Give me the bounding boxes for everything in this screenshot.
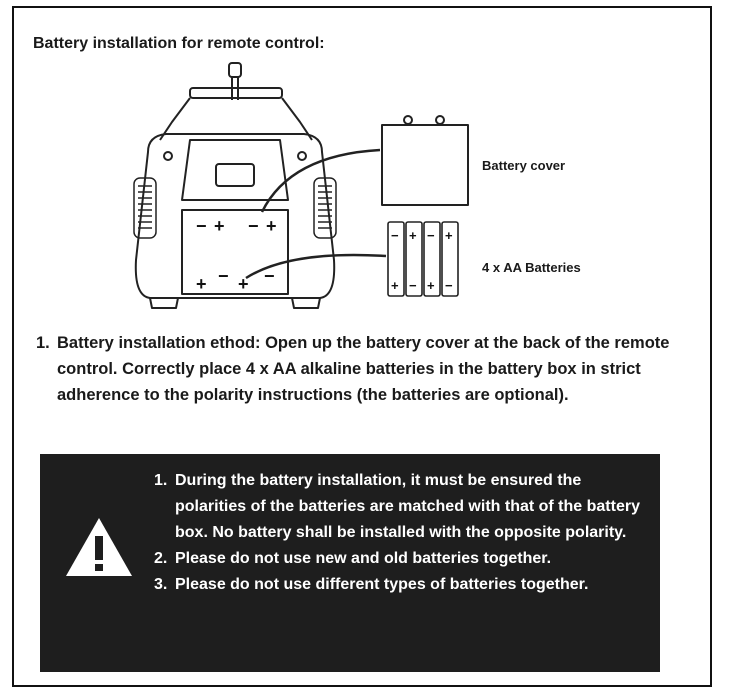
warning-item-text: Please do not use different types of bat… bbox=[175, 576, 589, 593]
warning-item: 1. During the battery installation, it mu… bbox=[154, 468, 652, 546]
warning-item: 2. Please do not use new and old batterie… bbox=[154, 546, 652, 572]
remote-control-illustration: − + − + + − + − − + − + + − + − bbox=[133, 62, 469, 309]
aa-batteries-illustration bbox=[387, 221, 459, 297]
svg-text:−: − bbox=[445, 278, 453, 293]
left-grip bbox=[133, 177, 157, 239]
svg-text:−: − bbox=[248, 216, 259, 236]
svg-text:+: + bbox=[409, 228, 417, 243]
batteries-connector-line bbox=[245, 253, 387, 280]
svg-text:+: + bbox=[214, 216, 225, 236]
remote-control-diagram: − + − + + − + − − + − + + − + − Battery … bbox=[120, 60, 600, 315]
svg-text:+: + bbox=[445, 228, 453, 243]
warning-box: 1. During the battery installation, it mu… bbox=[40, 454, 660, 672]
installation-instruction: 1. Battery installation ethod: Open up t… bbox=[36, 330, 676, 408]
battery-box bbox=[181, 209, 289, 295]
warning-item: 3. Please do not use different types of b… bbox=[154, 572, 652, 598]
batteries-label: 4 x AA Batteries bbox=[482, 260, 581, 275]
warning-item-text: Please do not use new and old batteries … bbox=[175, 550, 552, 567]
remote-body bbox=[134, 133, 336, 299]
warning-triangle-icon bbox=[66, 518, 132, 576]
instruction-number: 1. bbox=[36, 334, 50, 352]
antenna-tip bbox=[228, 62, 242, 78]
warning-item-text: During the battery installation, it must… bbox=[175, 472, 640, 541]
warning-list: 1. During the battery installation, it mu… bbox=[154, 468, 652, 598]
svg-text:+: + bbox=[238, 274, 249, 294]
screen bbox=[215, 163, 255, 187]
svg-text:−: − bbox=[427, 228, 435, 243]
warning-item-number: 3. bbox=[154, 576, 168, 593]
svg-text:−: − bbox=[264, 266, 275, 286]
svg-text:−: − bbox=[218, 266, 229, 286]
right-grip bbox=[313, 177, 337, 239]
svg-text:−: − bbox=[391, 228, 399, 243]
svg-text:−: − bbox=[409, 278, 417, 293]
svg-text:+: + bbox=[266, 216, 277, 236]
warning-item-number: 1. bbox=[154, 472, 168, 489]
svg-text:+: + bbox=[196, 274, 207, 294]
page-title: Battery installation for remote control: bbox=[33, 35, 325, 52]
instruction-text: Battery installation ethod: Open up the … bbox=[57, 334, 670, 404]
svg-text:−: − bbox=[196, 216, 207, 236]
svg-text:+: + bbox=[427, 278, 435, 293]
warning-item-number: 2. bbox=[154, 550, 168, 567]
svg-text:+: + bbox=[391, 278, 399, 293]
cover-connector-line bbox=[260, 148, 381, 213]
handle-bar bbox=[189, 87, 283, 99]
battery-cover-label: Battery cover bbox=[482, 158, 566, 173]
battery-cover-illustration bbox=[381, 115, 469, 206]
